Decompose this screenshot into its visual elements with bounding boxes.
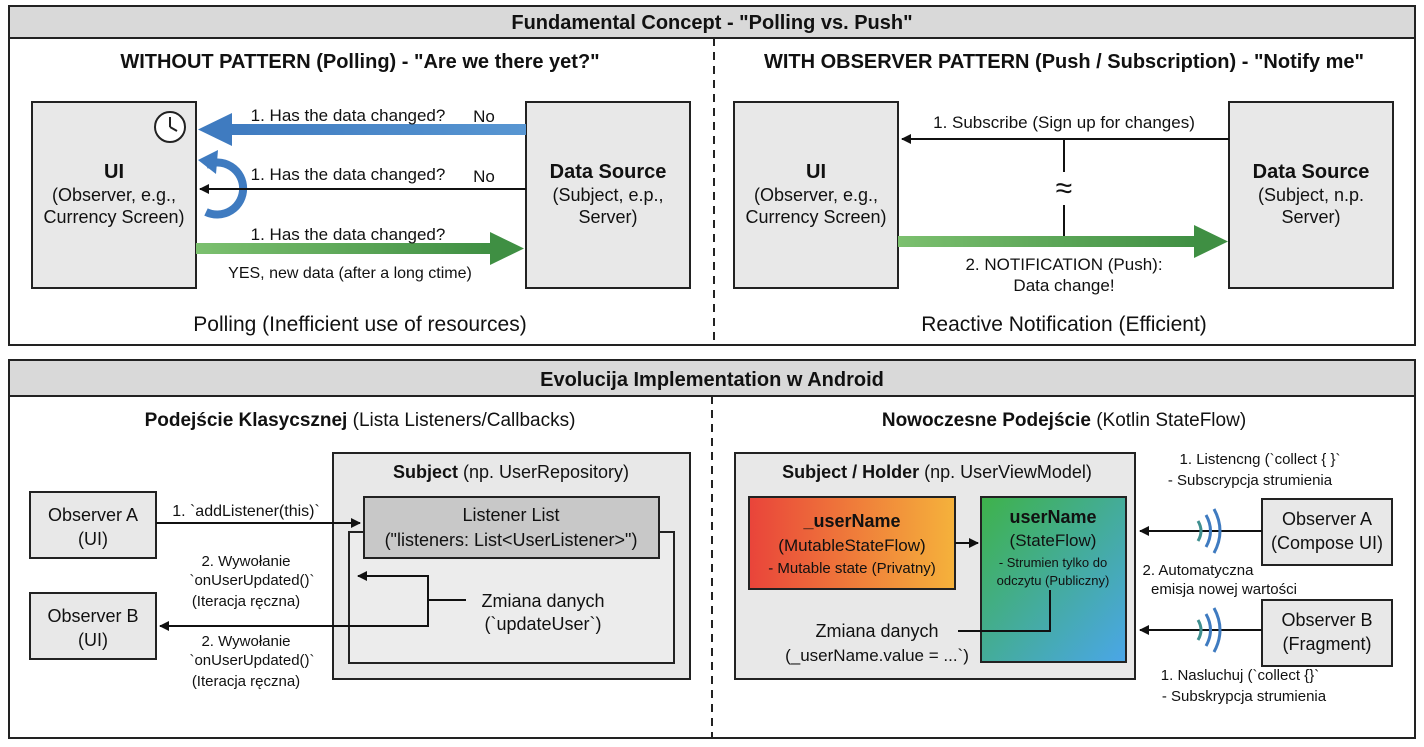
private-state-line1: (MutableStateFlow) (778, 536, 925, 555)
call-b-line2: `onUserUpdated()` (189, 652, 314, 669)
poll-arrow-1-answer: No (473, 107, 495, 126)
classic-observer-b-box (29, 592, 157, 660)
clock-icon (154, 111, 186, 143)
add-listener-label: 1. `addListener(this)` (172, 503, 320, 520)
push-ui-title: UI (806, 161, 826, 183)
modern-observer-b-line1: Observer B (1281, 610, 1372, 630)
polling-ui-line1: (Observer, e.g., (52, 185, 176, 205)
subscribe-arrow: 1. Subscribe (Sign up for changes) (901, 113, 1229, 144)
listen-b-line2: - Subskrypcja strumienia (1162, 688, 1327, 705)
emit-label: 2. Automatyczna emisja nowej wartości (1143, 562, 1297, 598)
push-source-box (1228, 101, 1394, 289)
poll-arrow-3-label: 1. Has the data changed? (251, 225, 446, 244)
notify-label-line2: Data change! (1013, 276, 1114, 295)
poll-arrow-1-label: 1. Has the data changed? (251, 106, 446, 125)
notify-arrow: 2. NOTIFICATION (Push): Data change! (898, 225, 1228, 295)
call-a-line2: `onUserUpdated()` (189, 572, 314, 589)
poll-arrow-2-answer: No (473, 167, 495, 186)
call-a-line3: (Iteracja ręczna) (192, 593, 300, 610)
public-state-box (980, 496, 1127, 663)
call-b-line1: 2. Wywołanie (201, 633, 290, 650)
poll-arrow-2: 1. Has the data changed? No (199, 165, 526, 194)
push-ui-line2: Currency Screen) (745, 207, 886, 227)
signal-waves-icon (1196, 607, 1222, 653)
poll-arrow-3-answer: YES, new data (after a long ctime) (228, 265, 472, 282)
push-source-line1: (Subject, n.p. (1258, 185, 1364, 205)
modern-observer-b-line2: (Fragment) (1282, 634, 1371, 654)
top-title: Fundamental Concept - "Polling vs. Push" (511, 12, 912, 34)
polling-ui-title: UI (104, 161, 124, 183)
classic-observer-b-line1: Observer B (47, 606, 138, 626)
listener-list-line1: Listener List (462, 505, 559, 525)
listener-list-box (363, 496, 660, 559)
classic-change-line2: (`updateUser`) (484, 614, 601, 634)
polling-section: WITHOUT PATTERN (Polling) - "Are we ther… (31, 51, 691, 336)
public-state-line1: (StateFlow) (1010, 531, 1097, 550)
notify-label-line1: 2. NOTIFICATION (Push): (965, 255, 1162, 274)
modern-change-line1: Zmiana danych (815, 621, 938, 641)
notify-observer-b-arrow: 2. Wywołanie `onUserUpdated()` (Iteracja… (159, 599, 466, 690)
modern-observer-a-line2: (Compose UI) (1271, 533, 1383, 553)
poll-arrow-1: 1. Has the data changed? No (198, 106, 526, 146)
bottom-panel: Evolucija Implementation w Android (8, 359, 1416, 739)
polling-heading: WITHOUT PATTERN (Polling) - "Are we ther… (120, 51, 599, 73)
push-source-line2: Server) (1281, 207, 1340, 227)
signal-waves-icon (1196, 508, 1222, 554)
classic-subject-title: Subject (np. UserRepository) (393, 462, 629, 482)
polling-source-title: Data Source (550, 161, 667, 183)
change-connector (958, 590, 1051, 632)
modern-observer-a-line1: Observer A (1282, 509, 1372, 529)
push-ui-line1: (Observer, e.g., (754, 185, 878, 205)
classic-observer-a-box (29, 491, 157, 559)
private-state-line2: - Mutable state (Privatny) (768, 560, 936, 577)
listen-a-line2: - Subscrypcja strumienia (1168, 472, 1333, 489)
classic-change-line1: Zmiana danych (481, 591, 604, 611)
wave-icon: ≈ (1056, 172, 1072, 205)
polling-source-line1: (Subject, e.p., (552, 185, 663, 205)
classic-observer-b-line2: (UI) (78, 630, 108, 650)
polling-source-line2: Server) (578, 207, 637, 227)
bottom-title: Evolucija Implementation w Android (540, 369, 884, 391)
classic-observer-a-line1: Observer A (48, 505, 138, 525)
classic-heading: Podejście Klasycsznej (Lista Listeners/C… (145, 410, 576, 431)
subscribe-label: 1. Subscribe (Sign up for changes) (933, 113, 1195, 132)
emit-line1: 2. Automatyczna (1143, 562, 1255, 579)
listener-list-line2: ("listeners: List<UserListener>") (385, 530, 638, 550)
modern-observer-a-box (1261, 498, 1393, 566)
private-state-box (748, 496, 956, 590)
classic-observer-a-line2: (UI) (78, 529, 108, 549)
collect-arrow-b: 1. Nasluchuj (`collect {}` - Subskrypcja… (1139, 607, 1327, 705)
modern-change-line2: (_userName.value = ...`) (785, 646, 969, 665)
collect-arrow-a: 1. Listencng (`collect { }` - Subscrypcj… (1139, 451, 1341, 554)
call-b-line3: (Iteracja ręczna) (192, 673, 300, 690)
emit-line2: emisja nowej wartości (1151, 581, 1297, 598)
push-source-title: Data Source (1253, 161, 1370, 183)
notify-observer-a-arrow: 2. Wywołanie `onUserUpdated()` (Iteracja… (189, 553, 429, 610)
listen-a-line1: 1. Listencng (`collect { }` (1180, 451, 1341, 468)
push-section: WITH OBSERVER PATTERN (Push / Subscripti… (733, 51, 1394, 336)
poll-arrow-2-label: 1. Has the data changed? (251, 165, 446, 184)
push-ui-box (733, 101, 899, 289)
holder-title: Subject / Holder (np. UserViewModel) (782, 462, 1092, 482)
polling-caption: Polling (Inefficient use of resources) (193, 313, 526, 336)
public-state-line3: odczytu (Publiczny) (997, 573, 1110, 588)
add-listener-arrow: 1. `addListener(this)` (156, 503, 361, 528)
polling-source-box (525, 101, 691, 289)
modern-section: Nowoczesne Podejście (Kotlin StateFlow) … (734, 410, 1393, 705)
public-state-line2: - Strumien tylko do (999, 555, 1107, 570)
push-caption: Reactive Notification (Efficient) (921, 313, 1207, 336)
polling-ui-line2: Currency Screen) (43, 207, 184, 227)
public-state-title: userName (1009, 507, 1096, 527)
classic-section: Podejście Klasycsznej (Lista Listeners/C… (29, 410, 691, 690)
push-heading: WITH OBSERVER PATTERN (Push / Subscripti… (764, 51, 1364, 73)
modern-heading: Nowoczesne Podejście (Kotlin StateFlow) (882, 410, 1246, 431)
listen-b-line1: 1. Nasluchuj (`collect {}` (1161, 667, 1319, 684)
poll-arrow-3: 1. Has the data changed? YES, new data (… (196, 225, 524, 282)
private-state-title: _userName (802, 511, 900, 531)
modern-observer-b-box (1261, 599, 1393, 667)
call-a-line1: 2. Wywołanie (201, 553, 290, 570)
